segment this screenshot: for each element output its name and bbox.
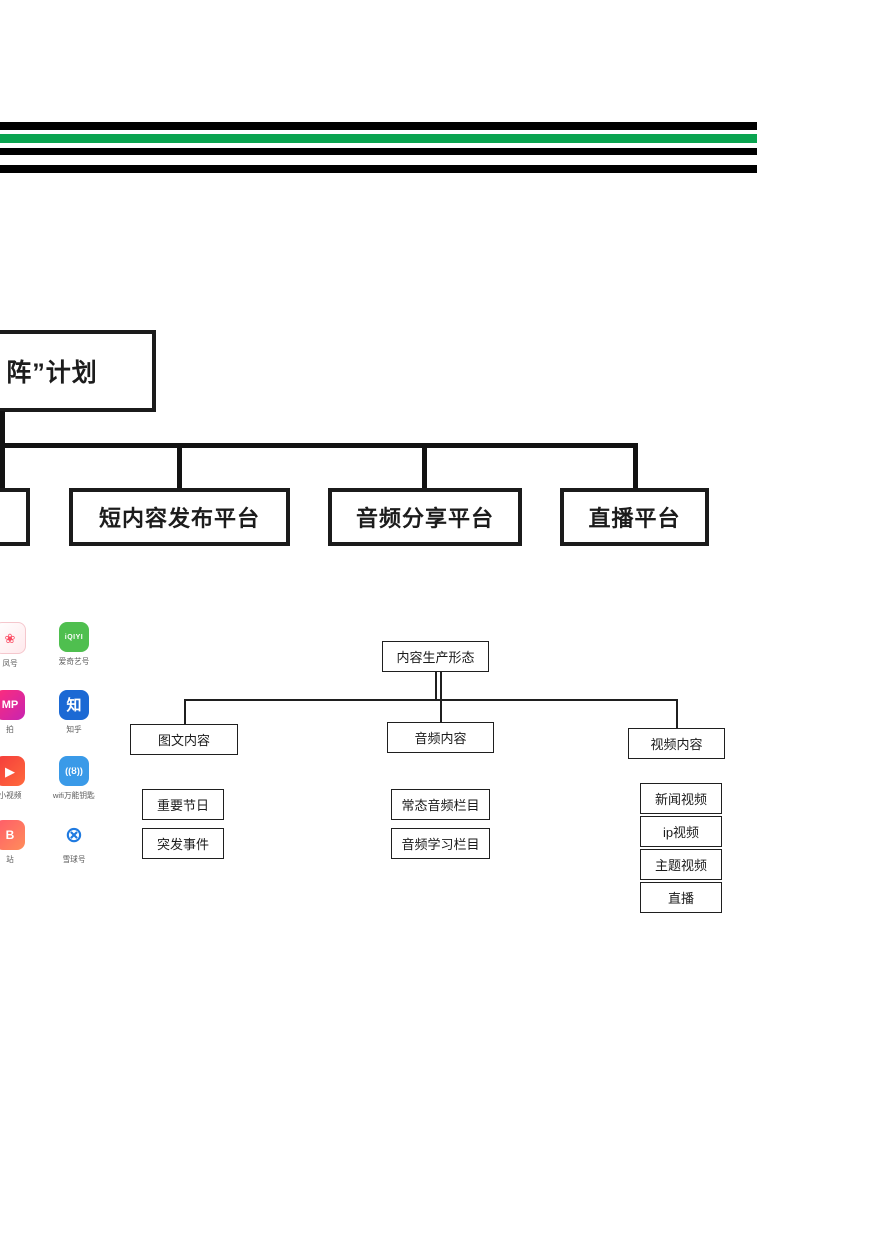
leaf-box-important-festival: 重要节日: [142, 789, 224, 820]
thin-connector-drop-2: [676, 699, 678, 728]
thin-connector-drop-1: [440, 672, 442, 722]
thin-connector-drop-0: [184, 699, 186, 724]
leaf-box-audio-learning-column: 音频学习栏目: [391, 828, 490, 859]
platform-box-0: 台: [0, 488, 30, 546]
thin-connector-root-down: [435, 672, 437, 700]
leaf-box-theme-video: 主题视频: [640, 849, 722, 880]
connector-drop-3: [633, 443, 638, 490]
header-bar-black-bottom: [0, 165, 757, 173]
header-bar-green: [0, 134, 757, 143]
app-label: 拍: [6, 725, 14, 734]
connector-drop-0: [0, 443, 5, 490]
app-cell-xueqiu: ⊗ 雪球号: [42, 820, 106, 865]
app-cell-bilibili: B 站: [0, 820, 42, 865]
branch-box-video: 视频内容: [628, 728, 725, 759]
zhihu-icon: 知: [59, 690, 89, 720]
app-label: 小视频: [0, 791, 22, 800]
app-cell-zhihu: 知 知乎: [42, 690, 106, 735]
xueqiu-icon: ⊗: [59, 820, 89, 850]
platform-box-short-content: 短内容发布平台: [69, 488, 290, 546]
connector-platform-bus: [0, 443, 638, 448]
leaf-box-news-video: 新闻视频: [640, 783, 722, 814]
app-cell-fenghuang: ❀ 凤号: [0, 622, 42, 669]
header-bar-black-top: [0, 122, 757, 130]
platform-box-live: 直播平台: [560, 488, 709, 546]
platform-box-audio-share: 音频分享平台: [328, 488, 522, 546]
thin-connector-bus: [184, 699, 677, 701]
leaf-box-regular-audio-column: 常态音频栏目: [391, 789, 490, 820]
app-label: 凤号: [2, 659, 18, 668]
leaf-box-breaking-event: 突发事件: [142, 828, 224, 859]
content-form-root-box: 内容生产形态: [382, 641, 489, 672]
branch-box-text-image: 图文内容: [130, 724, 238, 755]
app-cell-iqiyi: iQIYI 爱奇艺号: [42, 622, 106, 667]
connector-title-down: [0, 411, 5, 447]
connector-drop-2: [422, 443, 427, 490]
app-cell-xiaoshipin: ▶ 小视频: [0, 756, 42, 801]
connector-drop-1: [177, 443, 182, 490]
app-cell-meipai: MP 拍: [0, 690, 42, 735]
plan-title-box: 阵”计划: [0, 330, 156, 412]
app-label: 站: [6, 855, 14, 864]
bilibili-icon: B: [0, 820, 25, 850]
leaf-box-live: 直播: [640, 882, 722, 913]
iqiyi-icon: iQIYI: [59, 622, 89, 652]
wifi-key-icon: ((ȣ)): [59, 756, 89, 786]
app-label: 知乎: [66, 725, 82, 734]
app-label: 爱奇艺号: [58, 657, 90, 666]
app-cell-wifi-key: ((ȣ)) wifi万能钥匙: [42, 756, 106, 801]
app-label: 雪球号: [62, 855, 86, 864]
fenghuang-icon: ❀: [0, 622, 26, 654]
leaf-box-ip-video: ip视频: [640, 816, 722, 847]
branch-box-audio: 音频内容: [387, 722, 494, 753]
xiaoshipin-icon: ▶: [0, 756, 25, 786]
app-label: wifi万能钥匙: [53, 791, 95, 800]
header-bar-black-middle: [0, 148, 757, 155]
meipai-icon: MP: [0, 690, 25, 720]
